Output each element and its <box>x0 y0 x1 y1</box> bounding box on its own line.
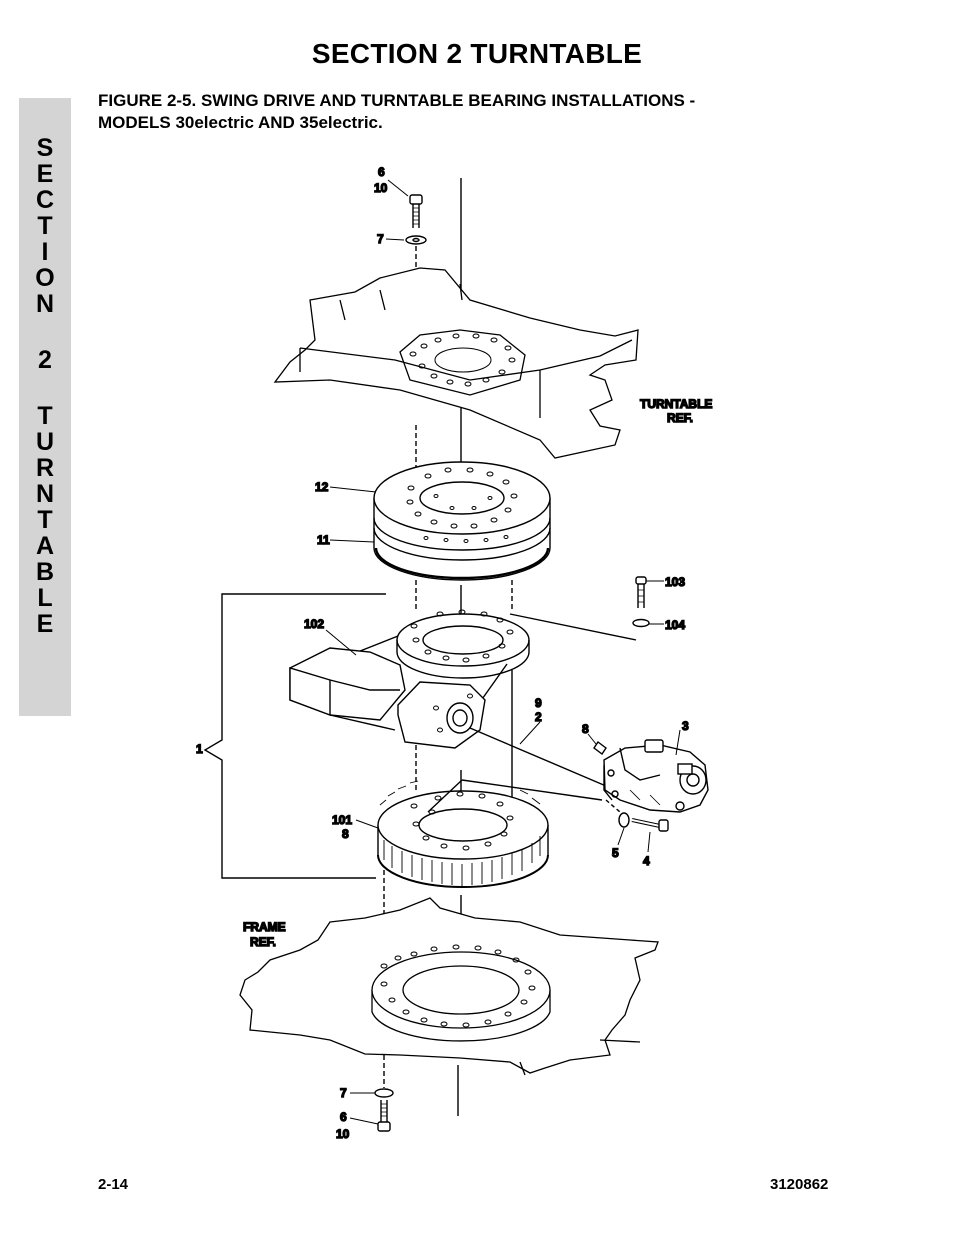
callout-10-top: 10 <box>374 181 388 195</box>
callout-leaders <box>325 179 681 1125</box>
side-tab-letter: E <box>36 610 54 638</box>
bottom-washer <box>374 1088 394 1098</box>
figure-caption-line-2: MODELS 30electric AND 35electric. <box>98 113 383 132</box>
turntable-plate <box>273 267 639 459</box>
bolt-103 <box>635 576 647 608</box>
document-number: 3120862 <box>770 1176 829 1193</box>
washer-5 <box>618 812 630 828</box>
side-tab-letter: T <box>37 212 53 240</box>
frame-ref-label-1: FRAME <box>243 920 286 934</box>
bolt-4-guide <box>605 799 621 813</box>
callout-102: 102 <box>304 617 324 631</box>
callout-101: 101 <box>332 813 352 827</box>
bottom-bolt <box>377 1100 391 1132</box>
side-tab-letter: N <box>35 480 55 508</box>
frame-plate <box>239 897 659 1076</box>
swing-drive-housing <box>289 609 530 749</box>
callout-2: 2 <box>535 710 542 724</box>
hydraulic-motor <box>603 739 709 813</box>
ring-bolt-leader <box>427 779 463 813</box>
washer-104 <box>632 618 650 628</box>
callout-104: 104 <box>665 618 685 632</box>
callout-3: 3 <box>682 719 689 733</box>
side-tab-letter: U <box>35 428 55 456</box>
side-tab-letter: C <box>35 186 55 214</box>
figure-caption-line-1: FIGURE 2-5. SWING DRIVE AND TURNTABLE BE… <box>98 91 696 110</box>
motor-guide-line-lower <box>461 779 603 801</box>
top-bolt <box>409 194 423 228</box>
assembly-bracket <box>203 593 386 879</box>
callout-8-motor: 8 <box>582 722 589 736</box>
side-tab-letter: E <box>36 160 54 188</box>
turntable-ref-label-1: TURNTABLE <box>640 397 712 411</box>
callout-103: 103 <box>665 575 685 589</box>
callout-10-bottom: 10 <box>336 1127 350 1141</box>
side-tab-letter: A <box>35 532 55 560</box>
side-tab-letter: S <box>36 134 54 162</box>
side-tab-letter: T <box>37 506 53 534</box>
side-tab-letter: L <box>37 584 53 612</box>
section-title: SECTION 2 TURNTABLE <box>311 38 643 69</box>
frame-ref-label-2: REF. <box>250 935 276 949</box>
bolt-4 <box>631 818 669 832</box>
figure-caption: FIGURE 2-5. SWING DRIVE AND TURNTABLE BE… <box>98 90 695 134</box>
side-tab-letter: R <box>35 454 55 482</box>
motor-guide-line <box>469 727 607 787</box>
callout-7-top: 7 <box>377 232 384 246</box>
callout-1: 1 <box>196 742 203 756</box>
callout-4: 4 <box>643 854 650 868</box>
callout-5: 5 <box>612 846 619 860</box>
ring-gear <box>377 780 549 888</box>
page-number: 2-14 <box>98 1176 129 1193</box>
side-tab-letter: 2 <box>38 346 52 374</box>
callout-6-bottom: 6 <box>340 1110 347 1124</box>
top-washer <box>405 235 427 245</box>
callout-6-top: 6 <box>378 165 385 179</box>
callout-8-ring: 8 <box>342 827 349 841</box>
motor-bolt-8 <box>593 740 607 756</box>
side-tab-letter: O <box>35 264 55 292</box>
side-tab-letter: N <box>35 290 55 318</box>
callout-7-bottom: 7 <box>340 1086 347 1100</box>
side-tab-letter: T <box>37 402 53 430</box>
side-tab-letter: B <box>35 558 55 586</box>
callout-12: 12 <box>315 480 329 494</box>
turntable-ref-label-2: REF. <box>667 411 693 425</box>
callout-11: 11 <box>317 533 330 547</box>
section-side-tab: S E C T I O N 2 T U R N T A B L E <box>19 98 71 716</box>
callout-9: 9 <box>535 696 542 710</box>
turntable-bearing <box>373 461 551 581</box>
bolt-103-leader <box>509 613 637 641</box>
side-tab-letter: I <box>41 238 49 266</box>
